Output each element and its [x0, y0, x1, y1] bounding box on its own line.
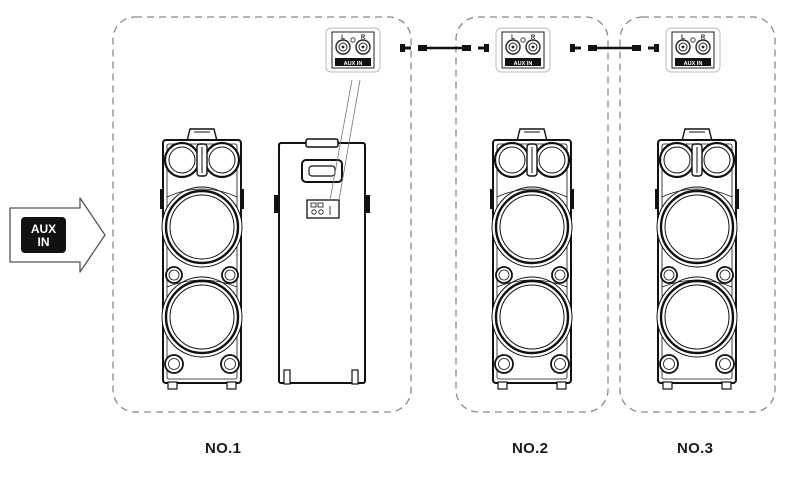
speaker-3-front: [653, 127, 741, 391]
svg-text:AUX IN: AUX IN: [684, 61, 703, 67]
aux-cable-2-to-3: [570, 44, 659, 52]
aux-in-panel-1: L R AUX IN: [325, 27, 381, 73]
aux-in-panel-2: L R AUX IN: [495, 27, 551, 73]
svg-text:L: L: [511, 35, 515, 41]
unit-2-label: NO.2: [512, 440, 549, 457]
aux-in-panel-3: L R AUX IN: [665, 27, 721, 73]
svg-text:L: L: [341, 35, 345, 41]
aux-badge-line2: IN: [38, 235, 50, 249]
unit-1-label: NO.1: [205, 440, 242, 457]
aux-badge-line1: AUX: [31, 222, 56, 236]
speaker-1-front: [158, 127, 246, 391]
speaker-2-front: [488, 127, 576, 391]
unit-3-label: NO.3: [677, 440, 714, 457]
svg-text:AUX IN: AUX IN: [514, 61, 533, 67]
unit-1-enclosure: [112, 16, 412, 413]
svg-text:R: R: [531, 35, 536, 41]
aux-cable-1-to-2: [400, 44, 489, 52]
unit-2-enclosure: [455, 16, 609, 413]
speaker-1-back: [274, 138, 370, 385]
svg-text:R: R: [361, 35, 366, 41]
svg-text:R: R: [701, 35, 706, 41]
aux-in-source-badge: AUX IN: [9, 197, 106, 273]
svg-text:L: L: [681, 35, 685, 41]
svg-text:AUX IN: AUX IN: [344, 61, 363, 67]
